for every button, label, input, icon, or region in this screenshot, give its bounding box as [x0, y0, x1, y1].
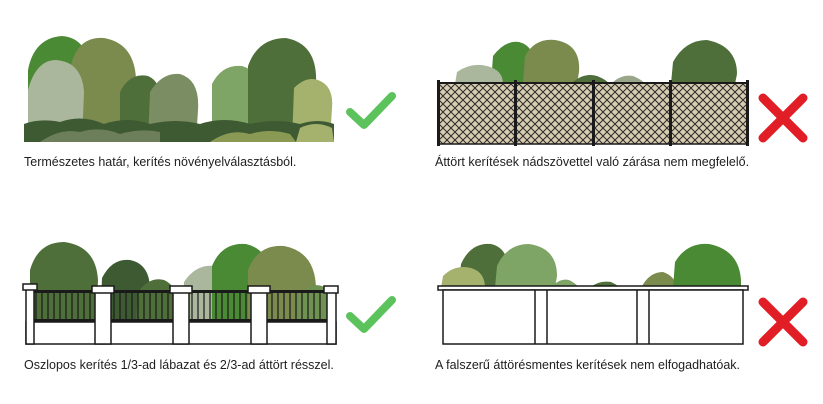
cross-icon [758, 93, 808, 143]
cross-icon [758, 297, 808, 347]
railing-fence-illustration [22, 242, 339, 345]
tree-group [24, 36, 334, 143]
mesh-fence-illustration [437, 39, 749, 146]
caption-natural-hedge: Természetes határ, kerítés növényelválas… [24, 155, 297, 169]
panel-solid-wall: A falszerű áttörésmentes kerítések nem e… [411, 200, 823, 404]
mesh-fence [437, 80, 749, 146]
solid-wall [437, 285, 749, 345]
caption-solid-wall: A falszerű áttörésmentes kerítések nem e… [435, 358, 741, 372]
checkmark-icon [346, 296, 396, 333]
railing-fence [22, 283, 339, 345]
solid-wall-illustration [437, 243, 749, 345]
panel-railing-fence: Oszlopos kerítés 1/3-ad lábazat és 2/3-a… [0, 200, 411, 404]
tree-group [455, 39, 737, 84]
caption-railing-fence: Oszlopos kerítés 1/3-ad lábazat és 2/3-a… [24, 358, 334, 372]
checkmark-icon [346, 92, 396, 129]
panel-mesh-fence: Áttört kerítések nádszövettel való zárás… [411, 0, 823, 200]
panel-natural-hedge: Természetes határ, kerítés növényelválas… [0, 0, 411, 200]
caption-mesh-fence: Áttört kerítések nádszövettel való zárás… [435, 155, 750, 169]
hedge-illustration [24, 36, 334, 143]
tree-group [441, 243, 741, 288]
